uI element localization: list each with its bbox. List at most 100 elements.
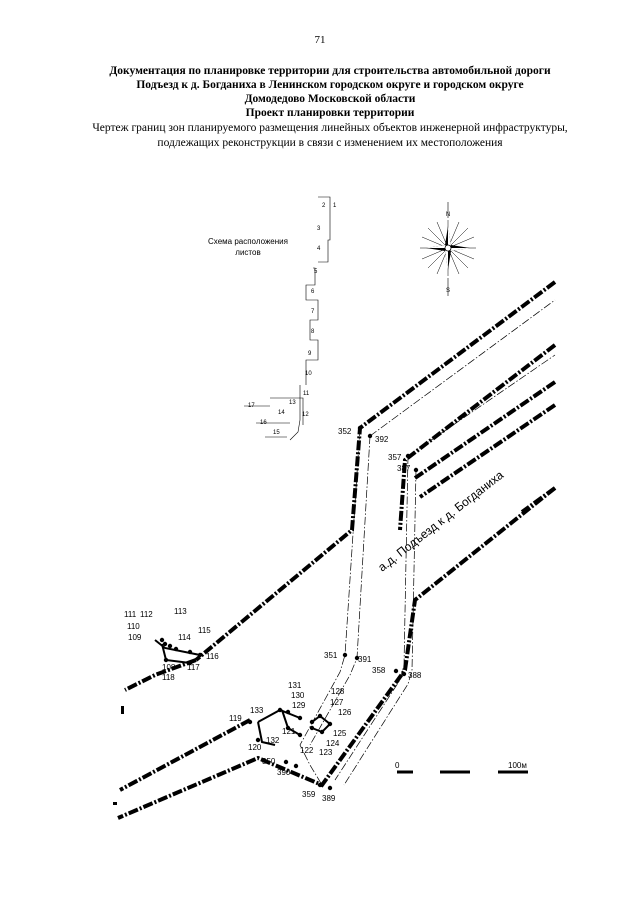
boundary-point bbox=[255, 737, 261, 743]
road-name-label: а.д. Подъезд к д. Богданиха bbox=[375, 468, 506, 575]
sheet-number: 16 bbox=[260, 420, 267, 426]
point-label: 388 bbox=[408, 671, 422, 680]
boundary-point bbox=[354, 655, 360, 661]
sheet-number: 4 bbox=[317, 246, 321, 252]
point-label: 109 bbox=[128, 633, 142, 642]
point-label: 129 bbox=[292, 701, 306, 710]
road-edge-west bbox=[124, 658, 197, 692]
point-label: 359 bbox=[302, 790, 316, 799]
point-label: 115 bbox=[198, 626, 211, 635]
point-label: 389 bbox=[322, 794, 336, 803]
sheet-number: 1 bbox=[333, 203, 337, 209]
point-label: 116 bbox=[206, 652, 219, 661]
point-label: 352 bbox=[338, 427, 352, 436]
point-label: 123 bbox=[319, 748, 333, 757]
page-number: 71 bbox=[314, 34, 326, 46]
road-edge-north bbox=[194, 280, 557, 662]
sheet-frame bbox=[270, 397, 304, 425]
boundary-point bbox=[187, 649, 193, 655]
title-line-3: Домодедово Московской области bbox=[244, 93, 416, 105]
point-label: 118 bbox=[162, 673, 175, 682]
boundary-point bbox=[405, 453, 411, 459]
subtitle-line-2: подлежащих реконструкции в связи с измен… bbox=[157, 137, 503, 149]
sheet-number: 8 bbox=[311, 329, 315, 335]
road-edge-south bbox=[117, 486, 557, 820]
scale-bar: 0 100м bbox=[395, 761, 528, 774]
boundary-point bbox=[173, 646, 179, 652]
sheet-number: 13 bbox=[289, 400, 296, 406]
boundary-point bbox=[297, 732, 303, 738]
boundary-point bbox=[327, 785, 333, 791]
point-label: 111 bbox=[124, 610, 137, 619]
utility-line bbox=[257, 721, 276, 746]
boundary-point bbox=[393, 668, 399, 674]
road-edges bbox=[117, 280, 557, 820]
boundary-point bbox=[309, 725, 315, 731]
sheet-number: 2 bbox=[322, 203, 326, 209]
boundary-point bbox=[319, 729, 325, 735]
zone-boundary bbox=[299, 299, 556, 786]
sheet-number: 5 bbox=[314, 269, 318, 275]
sheet-number: 11 bbox=[303, 391, 310, 397]
title-line-2: Подъезд к д. Богданиха в Ленинском город… bbox=[136, 79, 524, 91]
point-label: 133 bbox=[250, 706, 264, 715]
sheet-number: 14 bbox=[278, 410, 285, 416]
boundary-point bbox=[367, 433, 373, 439]
point-label: 117 bbox=[187, 663, 200, 672]
point-label: 391 bbox=[358, 655, 372, 664]
point-label: 351 bbox=[324, 651, 338, 660]
point-label: 124 bbox=[326, 739, 340, 748]
boundary-point bbox=[162, 641, 168, 647]
point-label: 130 bbox=[291, 691, 305, 700]
sheet-frame bbox=[305, 267, 319, 385]
point-label: 113 bbox=[174, 607, 187, 616]
sheet-number: 17 bbox=[248, 403, 255, 409]
sheet-number: 15 bbox=[273, 430, 280, 436]
compass-south-label: S bbox=[446, 288, 450, 294]
sheet-number: 9 bbox=[308, 351, 312, 357]
boundary-point bbox=[247, 719, 253, 725]
boundary-point bbox=[277, 707, 283, 713]
boundary-point bbox=[159, 637, 165, 643]
boundary-point bbox=[401, 671, 407, 677]
point-label: 358 bbox=[372, 666, 386, 675]
sheet-number: 3 bbox=[317, 226, 321, 232]
point-label: 127 bbox=[330, 698, 344, 707]
point-label: 110 bbox=[127, 622, 140, 631]
road-edge-southwest bbox=[119, 718, 251, 792]
scale-end-label: 100м bbox=[508, 761, 527, 770]
point-label: 128 bbox=[331, 687, 345, 696]
zone-boundary-west bbox=[299, 427, 361, 786]
road-edge-north-branch bbox=[398, 343, 557, 531]
compass-north-label: N bbox=[446, 212, 450, 218]
sheet-frame bbox=[289, 385, 301, 441]
boundary-point bbox=[357, 425, 363, 431]
point-label: 132 bbox=[266, 736, 280, 745]
boundary-point bbox=[317, 713, 323, 719]
scale-start-label: 0 bbox=[395, 761, 400, 770]
boundary-point bbox=[327, 721, 333, 727]
sheet-frame bbox=[318, 196, 331, 263]
sheet-number: 10 bbox=[305, 371, 312, 377]
boundary-point bbox=[309, 719, 315, 725]
point-labels: 352 392 357 387 351 391 358 388 350 390 … bbox=[124, 427, 422, 803]
point-label: 131 bbox=[288, 681, 302, 690]
boundary-point bbox=[167, 643, 173, 649]
point-label: 392 bbox=[375, 435, 389, 444]
boundary-point bbox=[413, 467, 419, 473]
sheet-number: 12 bbox=[302, 412, 309, 418]
point-label: 121 bbox=[282, 727, 296, 736]
boundary-point bbox=[285, 725, 291, 731]
road-edge-middle-1 bbox=[413, 380, 557, 480]
point-label: 120 bbox=[248, 743, 262, 752]
zone-boundary-east bbox=[334, 455, 409, 781]
sheet-number: 6 bbox=[311, 289, 315, 295]
sheet-number: 7 bbox=[311, 309, 315, 315]
zone-boundary-northeast-2 bbox=[407, 354, 556, 457]
sheet-layout-scheme: Схема расположения листов 2 1 3 4 5 6 7 … bbox=[208, 196, 337, 441]
point-label: 125 bbox=[333, 729, 347, 738]
boundary-point bbox=[197, 652, 203, 658]
boundary-point bbox=[293, 763, 299, 769]
marker-stub bbox=[113, 706, 124, 805]
